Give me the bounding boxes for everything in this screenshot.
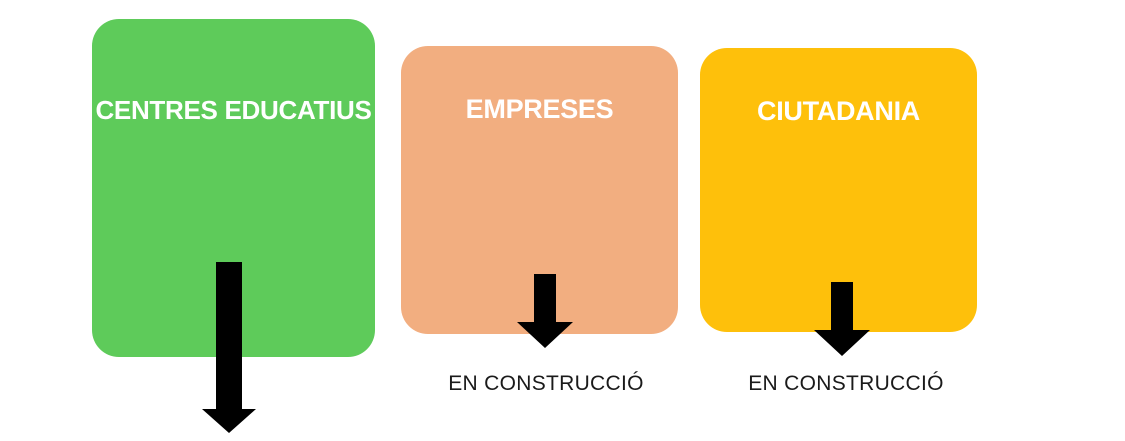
card-title-centres-educatius: CENTRES EDUCATIUS — [95, 95, 372, 125]
down-arrow-shape — [202, 262, 256, 433]
status-empreses: EN CONSTRUCCIÓ — [448, 372, 644, 395]
down-arrow-shape — [517, 274, 573, 348]
down-arrow-icon-empreses — [517, 274, 573, 348]
down-arrow-icon-centres-educatius — [202, 262, 256, 433]
card-title-ciutadania: CIUTADANIA — [757, 96, 920, 126]
down-arrow-icon-ciutadania — [814, 282, 870, 356]
card-title-empreses: EMPRESES — [465, 94, 614, 124]
down-arrow-shape — [814, 282, 870, 356]
status-ciutadania: EN CONSTRUCCIÓ — [748, 372, 944, 395]
